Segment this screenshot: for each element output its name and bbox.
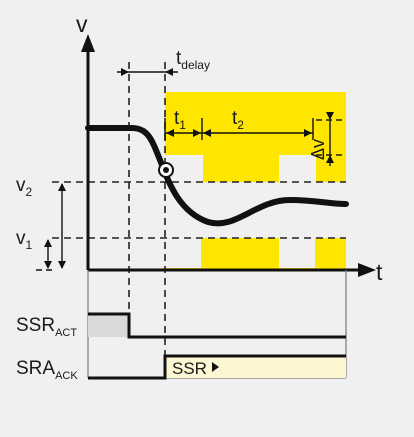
v2-label: v2	[16, 175, 33, 199]
x-axis-arrowhead	[358, 263, 376, 277]
t-delay-label: tdelay	[176, 48, 210, 72]
sra-ack-active-area	[165, 356, 346, 378]
trigger-point-marker	[158, 162, 174, 178]
sra-ack-label: SRAACK	[16, 358, 78, 382]
delta-v-arrow	[326, 112, 334, 166]
ssr-box-label: SSR	[172, 359, 207, 378]
timing-section	[87, 270, 347, 380]
axes	[86, 48, 362, 272]
delay-dimension	[117, 68, 178, 76]
v1-label: v1	[16, 228, 33, 252]
lower-notch-1	[165, 238, 201, 268]
lower-band-notches	[165, 238, 315, 268]
signal-curve	[85, 125, 349, 227]
ssr-act-active-area	[88, 314, 129, 337]
ssr-act-label: SSRACT	[16, 315, 77, 339]
t1-label: t1	[174, 108, 186, 132]
delta-v-guides	[316, 119, 346, 156]
y-axis-label: v	[76, 11, 88, 37]
t1-t2-dimension	[164, 118, 314, 140]
upper-band	[165, 92, 346, 182]
reference-lines	[52, 62, 346, 356]
t2-label: t2	[232, 108, 244, 132]
sra-ack-trace	[88, 354, 346, 380]
x-axis-label: t	[376, 259, 383, 285]
play-triangle-icon	[212, 362, 219, 372]
level-range-arrows	[36, 183, 66, 271]
lower-notch-2	[279, 238, 315, 268]
y-axis-arrowhead	[81, 34, 95, 52]
delta-v-label: Δv	[308, 139, 328, 160]
ssr-act-trace	[88, 312, 346, 339]
